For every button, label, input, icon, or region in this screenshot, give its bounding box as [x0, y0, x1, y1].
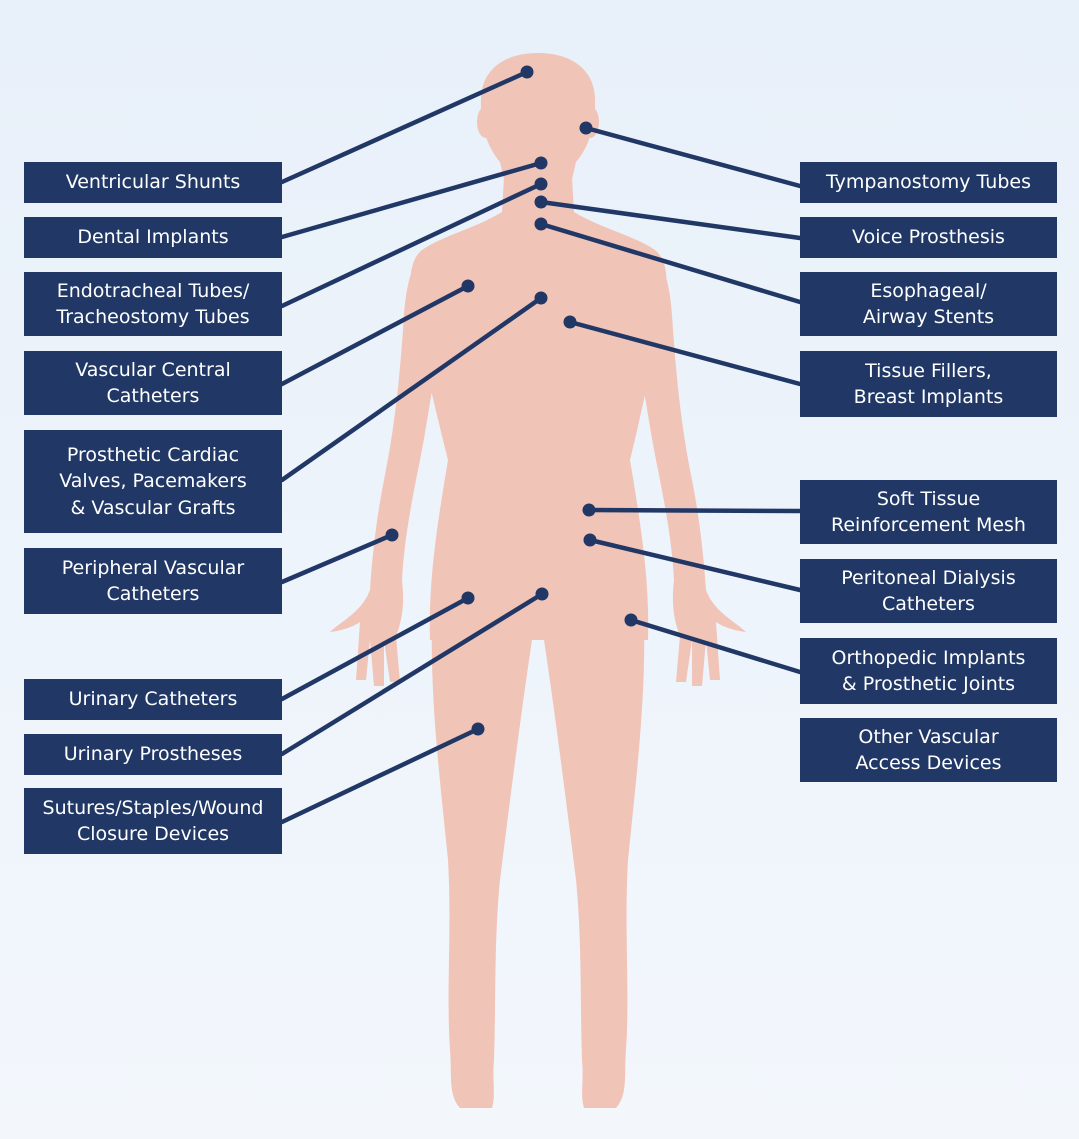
label-dental-implants: Dental Implants [24, 217, 282, 258]
leader-endotracheal-tubes [279, 177, 548, 309]
leader-urinary-catheters [279, 591, 475, 702]
label-voice-prosthesis: Voice Prosthesis [800, 217, 1057, 258]
right-arm [628, 250, 746, 686]
left-ear [477, 106, 495, 138]
body-silhouette [330, 53, 746, 1108]
label-peripheral-vascular-catheters: Peripheral Vascular Catheters [24, 548, 282, 614]
label-orthopedic-implants: Orthopedic Implants & Prosthetic Joints [800, 638, 1057, 704]
label-urinary-prostheses: Urinary Prostheses [24, 734, 282, 775]
label-tissue-fillers: Tissue Fillers, Breast Implants [800, 351, 1057, 417]
label-sutures-staples: Sutures/Staples/Wound Closure Devices [24, 788, 282, 854]
label-peritoneal-dialysis: Peritoneal Dialysis Catheters [800, 559, 1057, 623]
leader-peritoneal-dialysis [583, 533, 803, 593]
leader-prosthetic-cardiac-valves [279, 291, 548, 483]
leader-voice-prosthesis [534, 195, 803, 241]
label-tympanostomy-tubes: Tympanostomy Tubes [800, 162, 1057, 203]
left-arm [330, 250, 448, 686]
label-vascular-central-catheters: Vascular Central Catheters [24, 351, 282, 415]
right-leg [544, 620, 645, 1108]
label-endotracheal-tubes: Endotracheal Tubes/ Tracheostomy Tubes [24, 272, 282, 336]
leader-soft-tissue-mesh [582, 503, 803, 517]
head [480, 53, 596, 188]
label-soft-tissue-mesh: Soft Tissue Reinforcement Mesh [800, 480, 1057, 544]
leader-peripheral-vascular-catheters [279, 528, 399, 585]
leader-urinary-prostheses [279, 587, 549, 757]
label-esophageal-airway-stents: Esophageal/ Airway Stents [800, 272, 1057, 336]
label-other-vascular-access: Other Vascular Access Devices [800, 718, 1057, 782]
leader-esophageal-airway-stents [534, 217, 803, 305]
leader-vascular-central-catheters [279, 279, 475, 387]
label-urinary-catheters: Urinary Catheters [24, 679, 282, 720]
leader-ventricular-shunts [279, 65, 534, 185]
left-leg [431, 620, 532, 1108]
leader-tissue-fillers [563, 315, 803, 387]
label-prosthetic-cardiac-valves: Prosthetic Cardiac Valves, Pacemakers & … [24, 430, 282, 533]
neck-and-torso [410, 160, 667, 640]
leader-sutures-staples [279, 722, 485, 825]
leader-tympanostomy-tubes [579, 121, 803, 189]
label-ventricular-shunts: Ventricular Shunts [24, 162, 282, 203]
leader-orthopedic-implants [624, 613, 803, 675]
leader-dental-implants [279, 156, 548, 240]
